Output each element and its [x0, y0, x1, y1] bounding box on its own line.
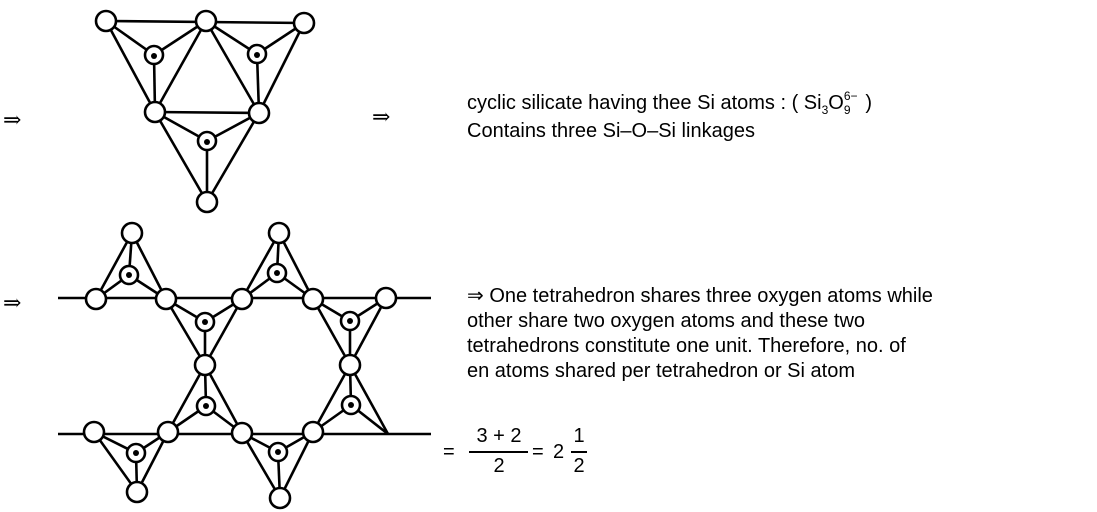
oxygen-atom-icon: [338, 353, 362, 377]
oxygen-atom-icon: [247, 101, 271, 125]
mixed-fraction-numerator: 1: [573, 425, 585, 447]
equals-sign: =: [443, 441, 455, 463]
formula-suffix: ): [859, 92, 873, 114]
oxygen-atom-icon: [193, 353, 217, 377]
linkage-description: Contains three Si–O–Si linkages: [467, 120, 755, 142]
oxygen-atom-icon: [301, 287, 325, 311]
oxygen-atom-icon: [267, 221, 291, 245]
implies-arrow-icon: ⇒: [3, 108, 22, 133]
oxygen-atom-icon: [230, 421, 254, 445]
oxygen-atom-icon: [143, 100, 167, 124]
o-subscript: 9: [843, 103, 851, 117]
cyclic-silicate-description: cyclic silicate having thee Si atoms : (…: [467, 89, 873, 117]
oxygen-atom-icon: [120, 221, 144, 245]
si-subscript: 3: [821, 103, 829, 117]
explanation-line-1: ⇒ One tetrahedron shares three oxygen at…: [467, 285, 933, 307]
oxygen-atom-icon: [301, 420, 325, 444]
oxygen-atom-icon: [195, 190, 219, 214]
implies-arrow-icon: ⇒: [372, 105, 391, 130]
implies-arrow-icon: ⇒: [3, 291, 22, 316]
oxygen-atom-icon: [268, 486, 292, 510]
oxygen-atom-icon: [84, 287, 108, 311]
formula-prefix: cyclic silicate having thee Si atoms : (…: [467, 92, 822, 114]
fraction-denominator: 2: [493, 455, 505, 477]
explanation-line-4: en atoms shared per tetrahedron or Si at…: [467, 360, 855, 382]
oxygen-atom-icon: [374, 286, 398, 310]
oxygen-atom-icon: [230, 287, 254, 311]
fraction-numerator: 3 + 2: [476, 425, 522, 447]
oxygen-atom-icon: [292, 11, 316, 35]
mixed-fraction-bar: [571, 451, 587, 453]
oxygen-atom-icon: [156, 420, 180, 444]
explanation-line-3: tetrahedrons constitute one unit. Theref…: [467, 335, 906, 357]
charge-and-count: 6−9: [843, 89, 860, 117]
oxygen-symbol: O: [828, 92, 844, 114]
explanation-line-2: other share two oxygen atoms and these t…: [467, 310, 866, 332]
charge-superscript: 6−: [843, 89, 858, 103]
equals-sign: =: [532, 441, 544, 463]
silicate-structures-figure: [58, 9, 431, 510]
mixed-number-whole: 2: [553, 441, 565, 463]
oxygen-atom-icon: [194, 9, 218, 33]
oxygen-atom-icon: [94, 9, 118, 33]
cyclic-trimer-diagram: [94, 9, 316, 214]
oxygen-atom-icon: [82, 420, 106, 444]
mixed-fraction-denominator: 2: [573, 455, 585, 477]
oxygen-atom-icon: [154, 287, 178, 311]
oxygen-atom-icon: [125, 480, 149, 504]
fraction-bar: [469, 451, 528, 453]
double-chain-diagram: [58, 221, 431, 510]
